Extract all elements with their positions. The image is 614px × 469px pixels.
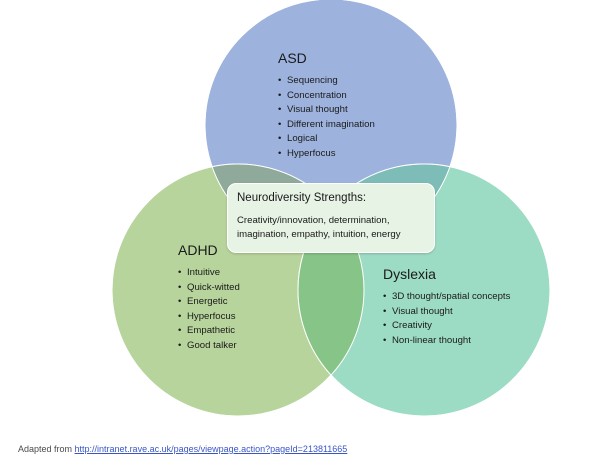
list-item: 3D thought/spatial concepts <box>383 290 510 305</box>
center-description: Creativity/innovation, determination, im… <box>237 214 426 242</box>
list-item: Concentration <box>278 89 375 104</box>
dyslexia-label-group: Dyslexia 3D thought/spatial concepts Vis… <box>383 266 510 348</box>
list-item: Hyperfocus <box>178 310 240 325</box>
list-item: Logical <box>278 132 375 147</box>
list-item: Energetic <box>178 295 240 310</box>
asd-label-group: ASD Sequencing Concentration Visual thou… <box>278 50 375 161</box>
asd-title: ASD <box>278 50 307 66</box>
list-item: Quick-witted <box>178 281 240 296</box>
list-item: Empathetic <box>178 324 240 339</box>
adhd-label-group: ADHD Intuitive Quick-witted Energetic Hy… <box>178 242 240 353</box>
source-caption: Adapted from http://intranet.rave.ac.uk/… <box>18 444 347 454</box>
list-item: Visual thought <box>278 103 375 118</box>
adhd-title: ADHD <box>178 242 218 258</box>
asd-strengths-list: Sequencing Concentration Visual thought … <box>278 74 375 161</box>
center-line: imagination, empathy, intuition, energy <box>237 229 401 240</box>
dyslexia-title: Dyslexia <box>383 266 436 282</box>
neurodiversity-strengths-box: Neurodiversity Strengths: Creativity/inn… <box>227 183 435 253</box>
list-item: Creativity <box>383 319 510 334</box>
center-line: Creativity/innovation, determination, <box>237 215 390 226</box>
list-item: Sequencing <box>278 74 375 89</box>
dyslexia-strengths-list: 3D thought/spatial concepts Visual thoug… <box>383 290 510 348</box>
list-item: Hyperfocus <box>278 147 375 162</box>
list-item: Good talker <box>178 339 240 354</box>
caption-prefix: Adapted from <box>18 444 75 454</box>
list-item: Different imagination <box>278 118 375 133</box>
list-item: Intuitive <box>178 266 240 281</box>
list-item: Non-linear thought <box>383 334 510 349</box>
source-link[interactable]: http://intranet.rave.ac.uk/pages/viewpag… <box>74 444 348 454</box>
center-title: Neurodiversity Strengths: <box>237 192 367 204</box>
list-item: Visual thought <box>383 305 510 320</box>
adhd-strengths-list: Intuitive Quick-witted Energetic Hyperfo… <box>178 266 240 353</box>
